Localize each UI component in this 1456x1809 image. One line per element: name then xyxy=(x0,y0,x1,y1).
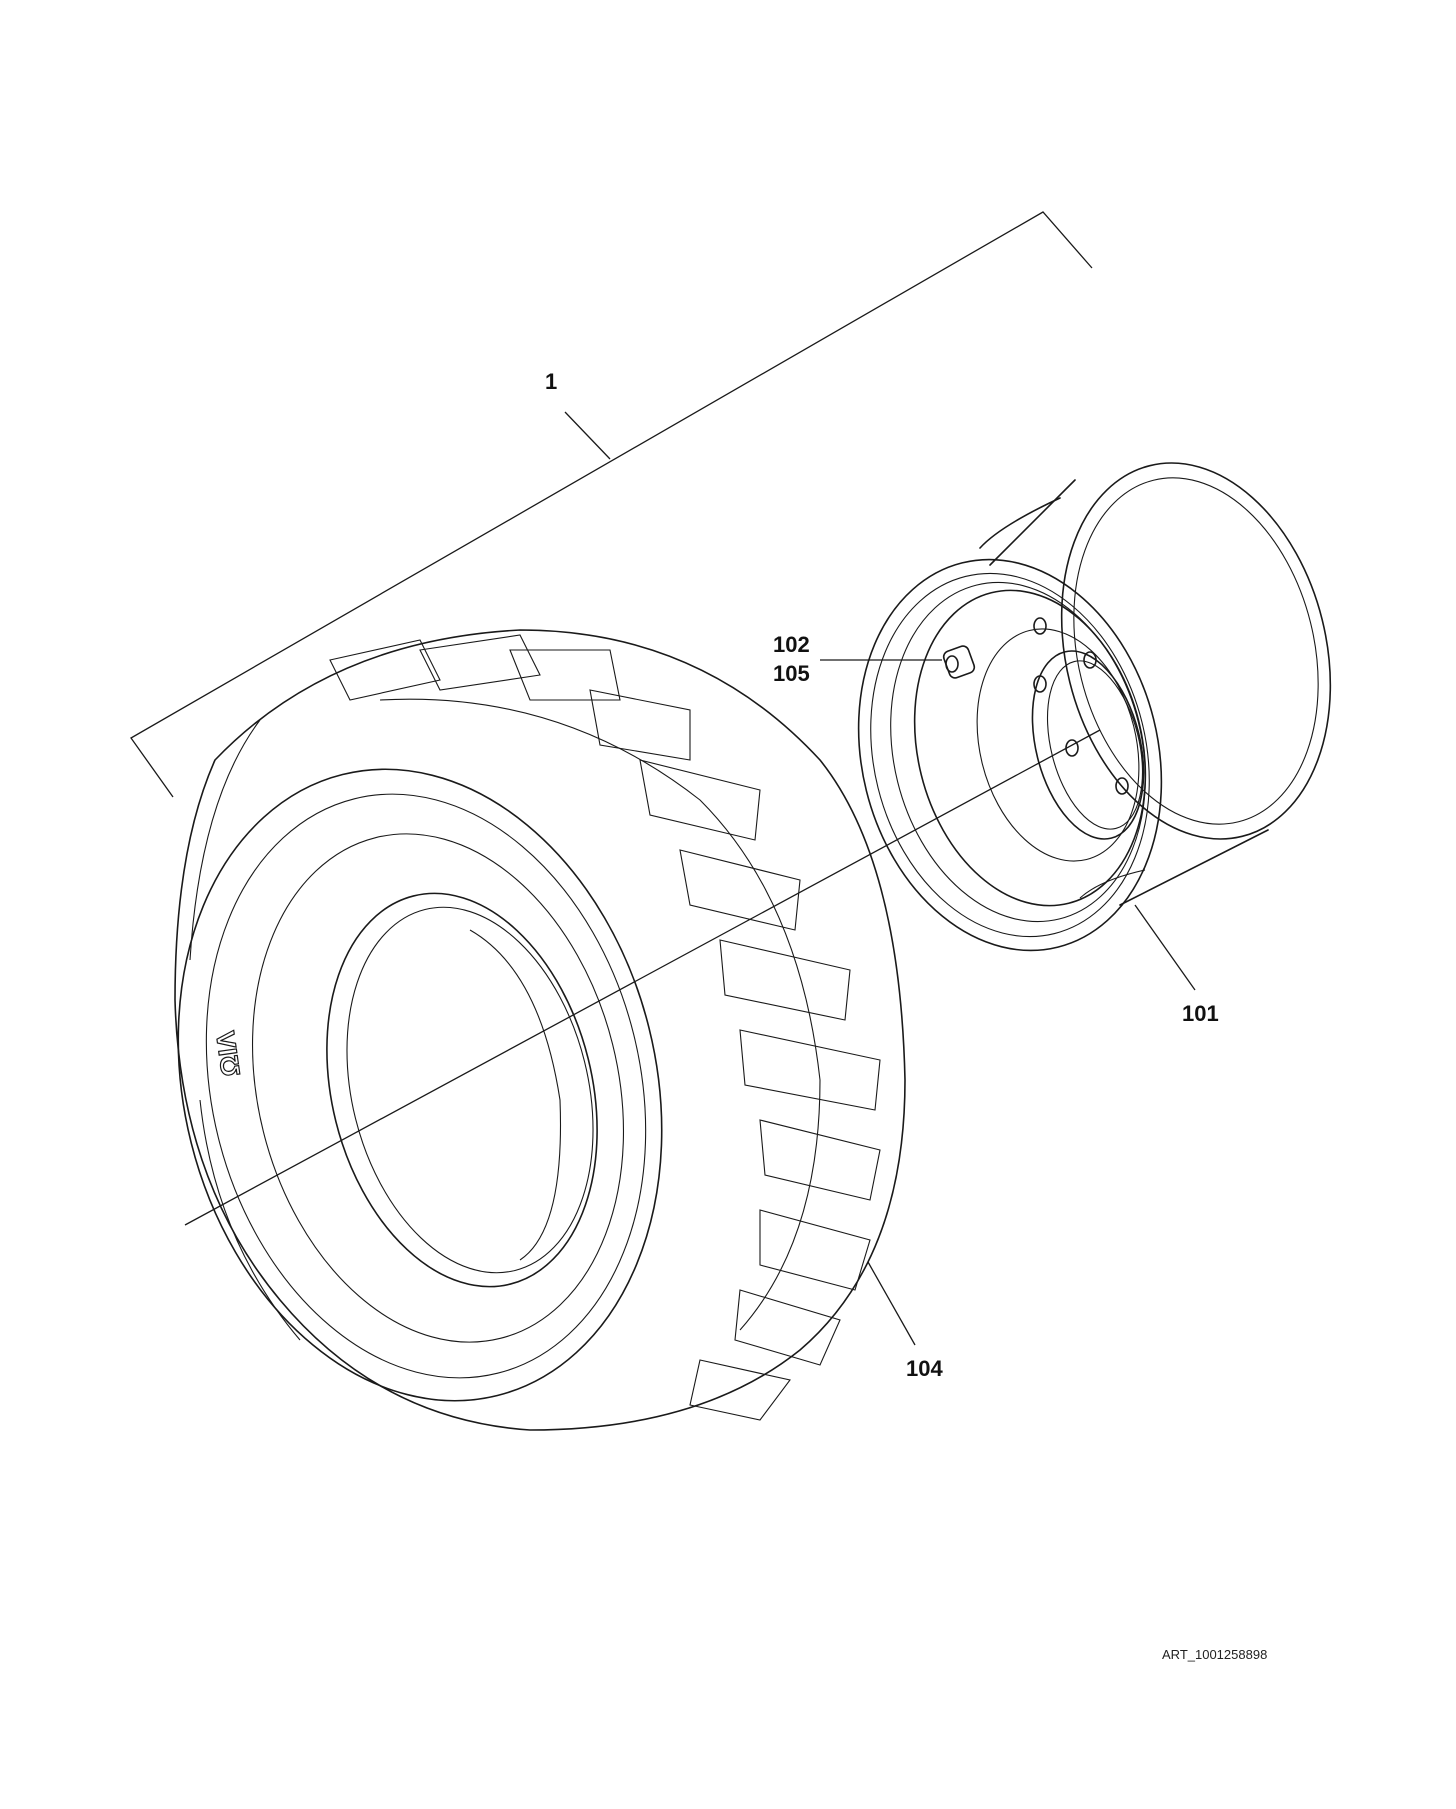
sidewall-mark: ΩΙΛ xyxy=(210,1029,246,1079)
art-id: ART_1001258898 xyxy=(1162,1647,1267,1662)
leader-lines xyxy=(820,659,1196,1346)
callout-valve-a: 102 xyxy=(773,632,810,657)
tire-drawing: ΩΙΛ xyxy=(174,629,906,1431)
callout-rim: 101 xyxy=(1182,1001,1219,1026)
assembly-bracket xyxy=(130,211,1093,798)
callout-valve-b: 105 xyxy=(773,661,810,686)
callout-assembly: 1 xyxy=(545,369,557,394)
axis-centerline xyxy=(184,729,1101,1226)
callout-tire: 104 xyxy=(906,1356,943,1381)
rim-drawing xyxy=(857,462,1332,952)
